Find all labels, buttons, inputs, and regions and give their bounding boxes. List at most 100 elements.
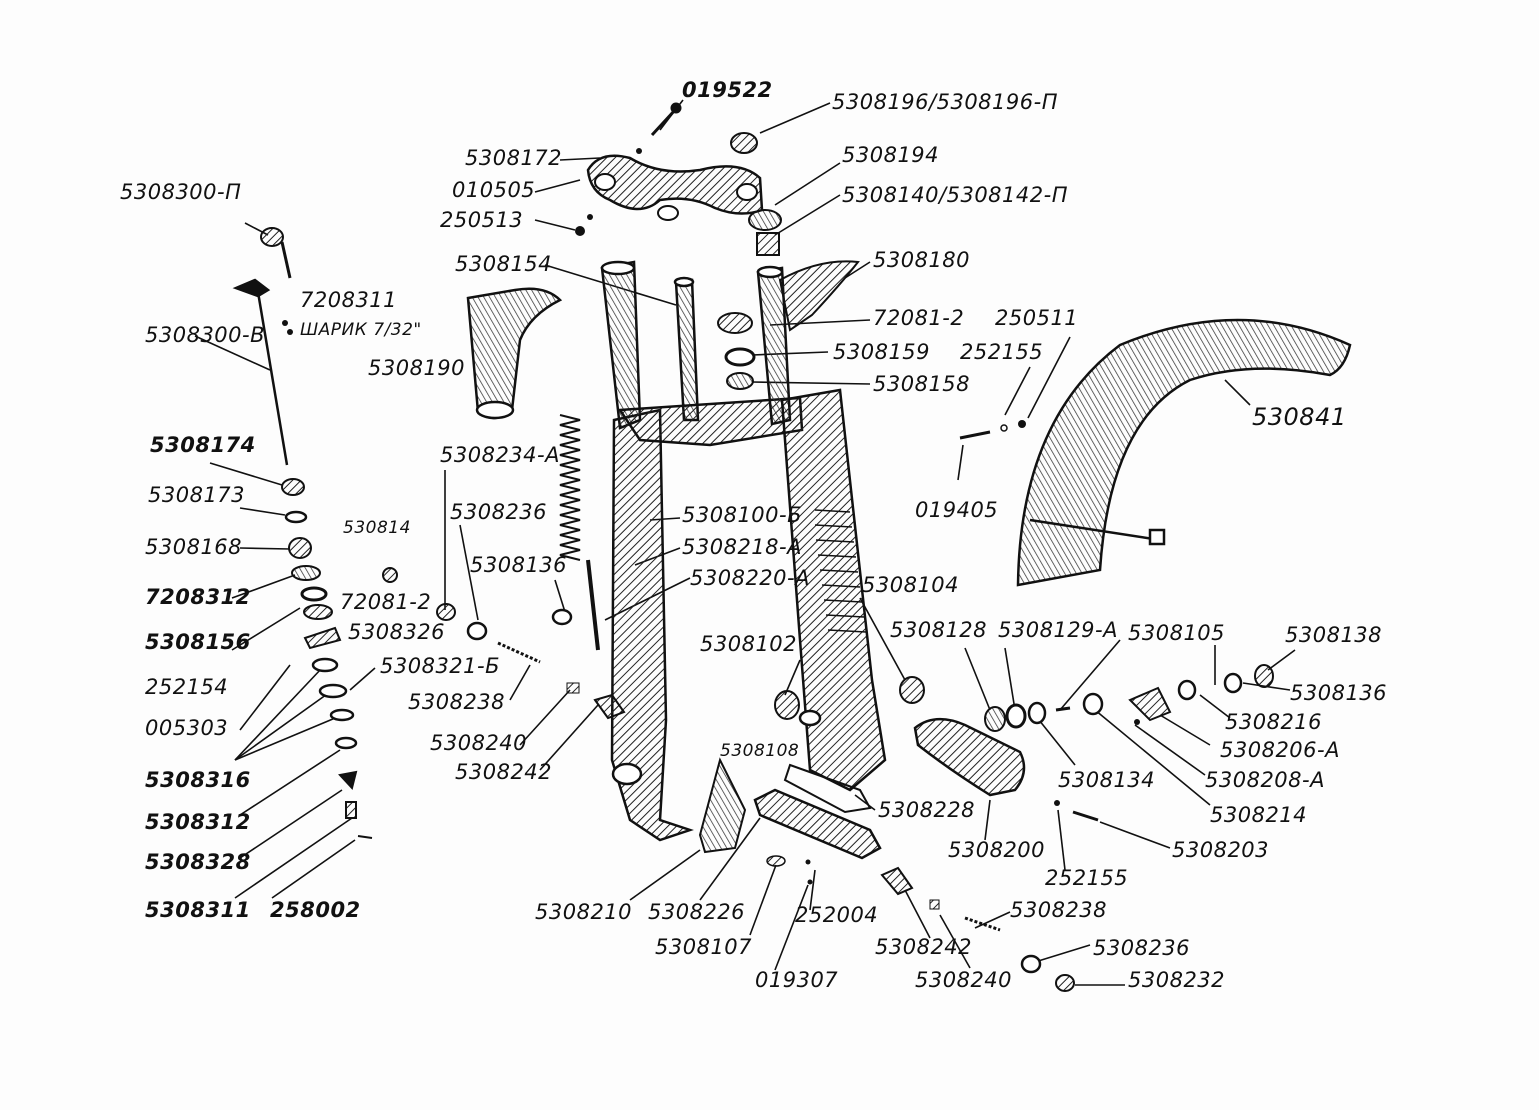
- label-5308102: 5308102: [700, 632, 798, 656]
- valve-5308234-a: [382, 567, 488, 641]
- upper-crown-5308172: [586, 154, 764, 215]
- label-5308194: 5308194: [842, 143, 940, 167]
- label-5308234-a: 5308234-А: [440, 443, 560, 467]
- label-019522: 019522: [682, 78, 773, 102]
- label-5308129-a: 5308129-А: [998, 618, 1118, 642]
- label-5308228: 5308228: [878, 798, 976, 822]
- label-5308172: 5308172: [465, 146, 563, 170]
- small-spring-5308238b: [964, 916, 1001, 932]
- left-fork-leg: [600, 260, 694, 842]
- label-010505: 010505: [452, 178, 536, 202]
- label-5308210: 5308210: [535, 900, 633, 924]
- label-5308200: 5308200: [948, 838, 1046, 862]
- label-5308321-b: 5308321-Б: [380, 654, 501, 678]
- label-5308236b: 5308236: [1093, 936, 1191, 960]
- gasket-5308228: [783, 763, 872, 814]
- bolt-019522: [650, 102, 682, 137]
- label-7208311: 7208311: [300, 288, 398, 312]
- plug-5308242b: [880, 866, 914, 896]
- label-5308174: 5308174: [150, 433, 256, 457]
- label-5308300-v: 5308300-В: [145, 323, 266, 347]
- bearing-5308104: [899, 676, 925, 704]
- label-252155b: 252155: [1045, 866, 1129, 890]
- label-5308104: 5308104: [862, 573, 960, 597]
- label-5308226: 5308226: [648, 900, 746, 924]
- inner-spring: [814, 509, 867, 633]
- knob-5308300-p: [260, 227, 292, 279]
- label-5308134: 5308134: [1058, 768, 1156, 792]
- plug-5308242a: [593, 693, 626, 720]
- label-5308136b: 5308136: [1290, 681, 1388, 705]
- label-5308140: 5308140/5308142-П: [842, 183, 1068, 207]
- axle-5308210: [698, 757, 747, 854]
- label-5308180: 5308180: [873, 248, 971, 272]
- damper-rod-5308300-v: [232, 278, 289, 466]
- label-5308238b: 5308238: [1010, 898, 1108, 922]
- label-252155a: 252155: [960, 340, 1044, 364]
- bearing-5308102: [774, 690, 800, 720]
- nut-5308196: [730, 132, 758, 154]
- label-72081-2a: 72081-2: [873, 306, 965, 330]
- label-5308136a: 5308136: [470, 553, 568, 577]
- steering-stem-5308154: [673, 276, 700, 422]
- label-5308220-a: 5308220-А: [690, 566, 810, 590]
- label-250511: 250511: [995, 306, 1079, 330]
- label-005303: 005303: [145, 716, 229, 740]
- left-stack-parts: [281, 478, 373, 839]
- label-5308208-a: 5308208-А: [1205, 768, 1325, 792]
- label-5308206-a: 5308206-А: [1220, 738, 1340, 762]
- fork-cover-5308190: [466, 287, 563, 420]
- label-530841: 530841: [1252, 403, 1347, 431]
- fender-bracket-5308180: [778, 260, 860, 332]
- label-019307: 019307: [755, 968, 839, 992]
- label-252004: 252004: [795, 903, 879, 927]
- label-5308105: 5308105: [1128, 621, 1226, 645]
- label-5308154: 5308154: [455, 252, 553, 276]
- label-530814: 530814: [343, 518, 411, 538]
- front-fender-5308410: [1016, 318, 1352, 587]
- label-250513: 250513: [440, 208, 524, 232]
- label-5308214: 5308214: [1210, 803, 1308, 827]
- label-5308326: 5308326: [348, 620, 446, 644]
- label-5308242a: 5308242: [455, 760, 553, 784]
- label-5308312: 5308312: [145, 810, 251, 834]
- label-ball: ШАРИК 7/32": [300, 320, 422, 340]
- label-5308100-b: 5308100-Б: [682, 503, 803, 527]
- label-5308240a: 5308240: [430, 731, 528, 755]
- label-5308300-p: 5308300-П: [120, 180, 242, 204]
- label-5308311: 5308311: [145, 898, 251, 922]
- label-252154: 252154: [145, 675, 229, 699]
- lower-arm-5308226: [753, 788, 882, 860]
- washer-5308159: [724, 347, 756, 367]
- label-5308240b: 5308240: [915, 968, 1013, 992]
- label-5308218-a: 5308218-А: [682, 535, 802, 559]
- small-spring-5308238a: [497, 641, 541, 664]
- label-5308196: 5308196/5308196-П: [832, 90, 1058, 114]
- label-5308168: 5308168: [145, 535, 243, 559]
- label-258002: 258002: [270, 898, 361, 922]
- bearing-72081-2: [717, 312, 753, 334]
- label-5308108: 5308108: [720, 741, 800, 761]
- swing-link-5308200: [913, 718, 1026, 797]
- label-5308238a: 5308238: [408, 690, 506, 714]
- label-5308216: 5308216: [1225, 710, 1323, 734]
- label-5308190: 5308190: [368, 356, 466, 380]
- bushing-5308140: [756, 232, 780, 256]
- label-5308316: 5308316: [145, 768, 251, 792]
- label-5308173: 5308173: [148, 483, 246, 507]
- label-5308138: 5308138: [1285, 623, 1383, 647]
- ring-5308194: [748, 209, 782, 231]
- right-fork-leg: [756, 265, 887, 792]
- label-5308236a: 5308236: [450, 500, 548, 524]
- lever-5308206-a: [1128, 686, 1172, 722]
- label-5308158: 5308158: [873, 372, 971, 396]
- fork-spring: [559, 414, 600, 651]
- label-5308156: 5308156: [145, 630, 251, 654]
- leader-lines: [194, 99, 1296, 986]
- washer-5308158: [726, 372, 754, 390]
- label-5308232: 5308232: [1128, 968, 1226, 992]
- label-5308159: 5308159: [833, 340, 931, 364]
- label-7208312: 7208312: [145, 585, 251, 609]
